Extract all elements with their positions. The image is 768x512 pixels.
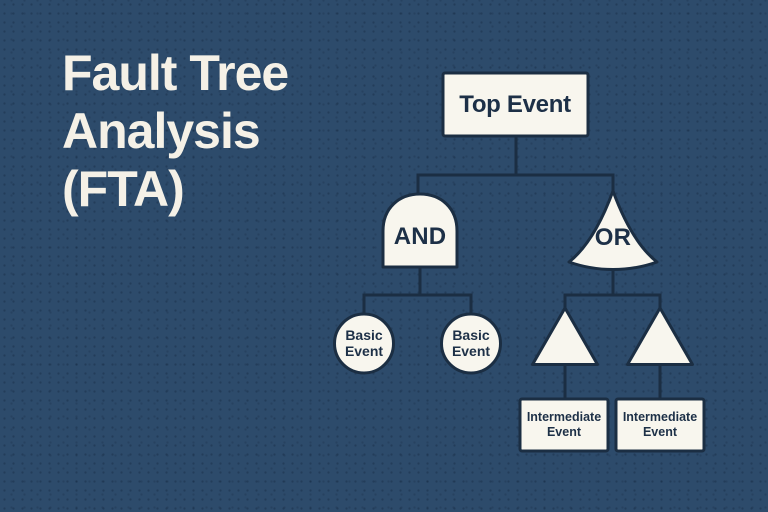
intermediate-event-box-right (614, 397, 706, 453)
and-gate (381, 192, 459, 269)
or-gate-label: OR (594, 224, 632, 251)
top-event-label: Top Event (459, 91, 571, 118)
connector-branch-to-basic-events (362, 293, 473, 316)
page-title: Fault Tree Analysis (FTA) (62, 45, 289, 217)
or-gate (567, 189, 659, 271)
connector-branch-to-gates (416, 173, 615, 197)
top-event-box (441, 71, 590, 138)
basic-event-circle-right (440, 312, 502, 375)
and-gate-label: AND (393, 223, 447, 250)
basic-event-label-left: Basic Event (344, 327, 384, 359)
basic-event-label-right: Basic Event (451, 327, 491, 359)
basic-event-circle-left (333, 312, 395, 375)
transfer-triangle-right (626, 306, 694, 366)
intermediate-event-label-right: Intermediate Event (622, 410, 698, 439)
connector-branch-to-triangles (563, 293, 662, 311)
transfer-triangle-left (531, 306, 599, 366)
intermediate-event-label-left: Intermediate Event (526, 410, 602, 439)
intermediate-event-box-left (518, 397, 610, 453)
